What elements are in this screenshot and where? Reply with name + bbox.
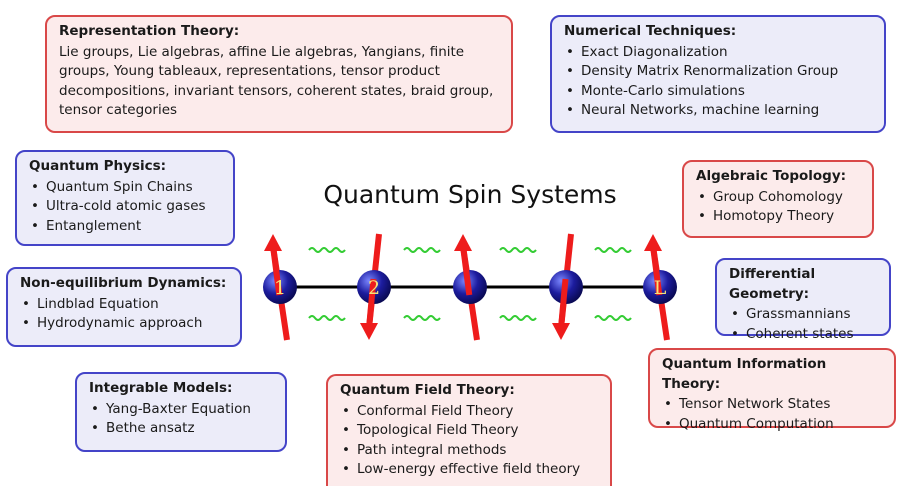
site-label: L (654, 277, 667, 299)
interaction-wave (404, 316, 440, 320)
interaction-wave (595, 248, 631, 252)
interaction-wave (309, 316, 345, 320)
site-label: 1 (274, 277, 286, 299)
interaction-wave (500, 248, 536, 252)
interaction-wave (500, 316, 536, 320)
interaction-wave (309, 248, 345, 252)
interaction-wave (404, 248, 440, 252)
site-label: 2 (368, 277, 380, 299)
interaction-wave (595, 316, 631, 320)
